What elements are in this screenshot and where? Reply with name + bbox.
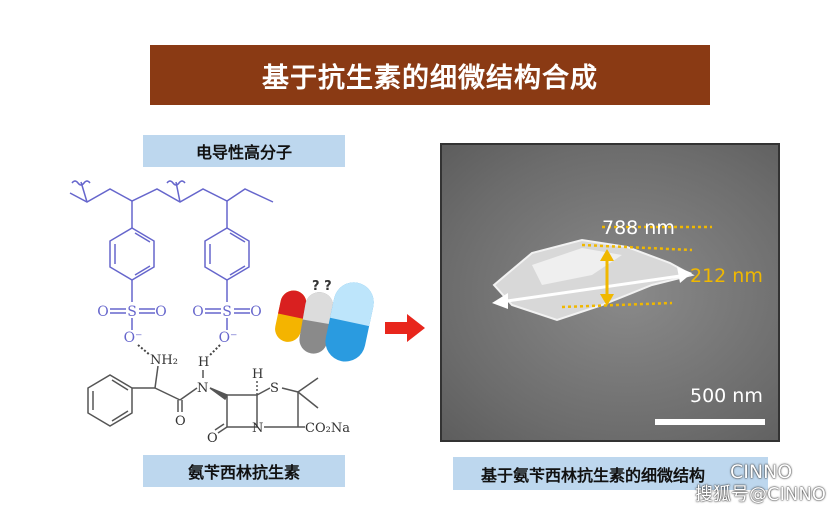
atom-s: S: [222, 304, 232, 320]
atom-o: O: [175, 414, 186, 429]
right-arrow-icon: [385, 314, 425, 342]
pill-cartoon-icon: ? ?: [275, 279, 374, 362]
watermark-sohu: 搜狐号@CINNO: [695, 484, 826, 505]
atom-n: N: [197, 381, 208, 396]
atom-s: S: [127, 304, 137, 320]
antibiotic-label: 氨苄西林抗生素: [143, 455, 345, 487]
sem-image: 788 nm 212 nm 500 nm: [440, 143, 780, 442]
atom-o-minus: O⁻: [124, 330, 143, 346]
atom-o: O: [250, 304, 261, 320]
polymer-label: 电导性高分子: [143, 135, 345, 167]
width-label: 212 nm: [690, 265, 763, 287]
atom-o-minus: O⁻: [219, 330, 238, 346]
watermark-brand: CINNO: [730, 461, 793, 483]
structure-label: 基于氨苄西林抗生素的细微结构: [453, 457, 768, 490]
atom-s: S: [270, 381, 279, 396]
atom-o: O: [155, 304, 166, 320]
length-label: 788 nm: [602, 217, 675, 239]
atom-o: O: [97, 304, 108, 320]
atom-nh2: NH₂: [150, 353, 178, 368]
atom-n: N: [252, 421, 263, 436]
sem-particle: [492, 225, 765, 425]
title-banner: 基于抗生素的细微结构合成: [150, 45, 710, 105]
atom-co2na: CO₂Na: [305, 421, 350, 436]
ampicillin-skeleton: [87, 365, 319, 434]
atom-o: O: [207, 431, 218, 446]
hydrogen-bonds: [137, 344, 221, 356]
atom-o: O: [192, 304, 203, 320]
scale-bar: [655, 419, 765, 425]
polymer-backbone: [69, 180, 274, 330]
scale-label: 500 nm: [690, 385, 763, 407]
svg-text:? ?: ? ?: [312, 279, 332, 294]
atom-h: H: [252, 367, 263, 382]
atom-h: H: [198, 355, 209, 370]
